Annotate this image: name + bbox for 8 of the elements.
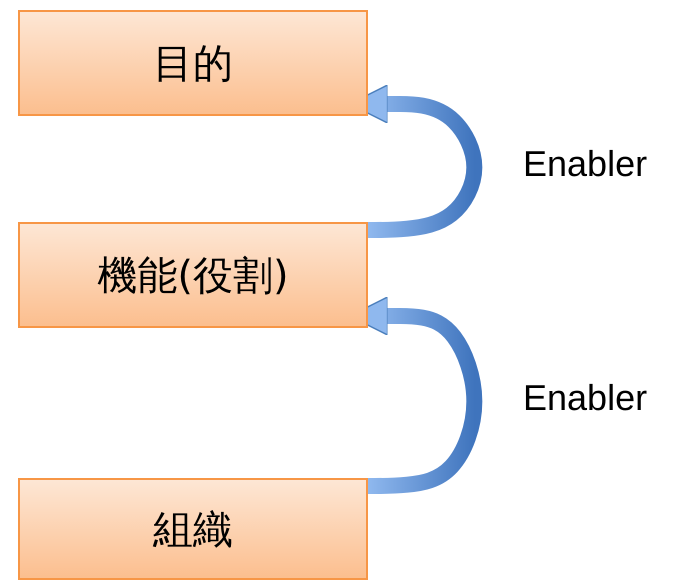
edge-label: Enabler <box>523 377 648 419</box>
process-box <box>18 478 368 580</box>
process-box <box>18 222 368 328</box>
edge-label: Enabler <box>523 143 648 185</box>
process-box <box>18 10 368 116</box>
box-label: 機能(役割) <box>97 252 289 300</box>
box-label: 目的 <box>153 40 233 88</box>
box-label: 組織 <box>153 506 233 554</box>
